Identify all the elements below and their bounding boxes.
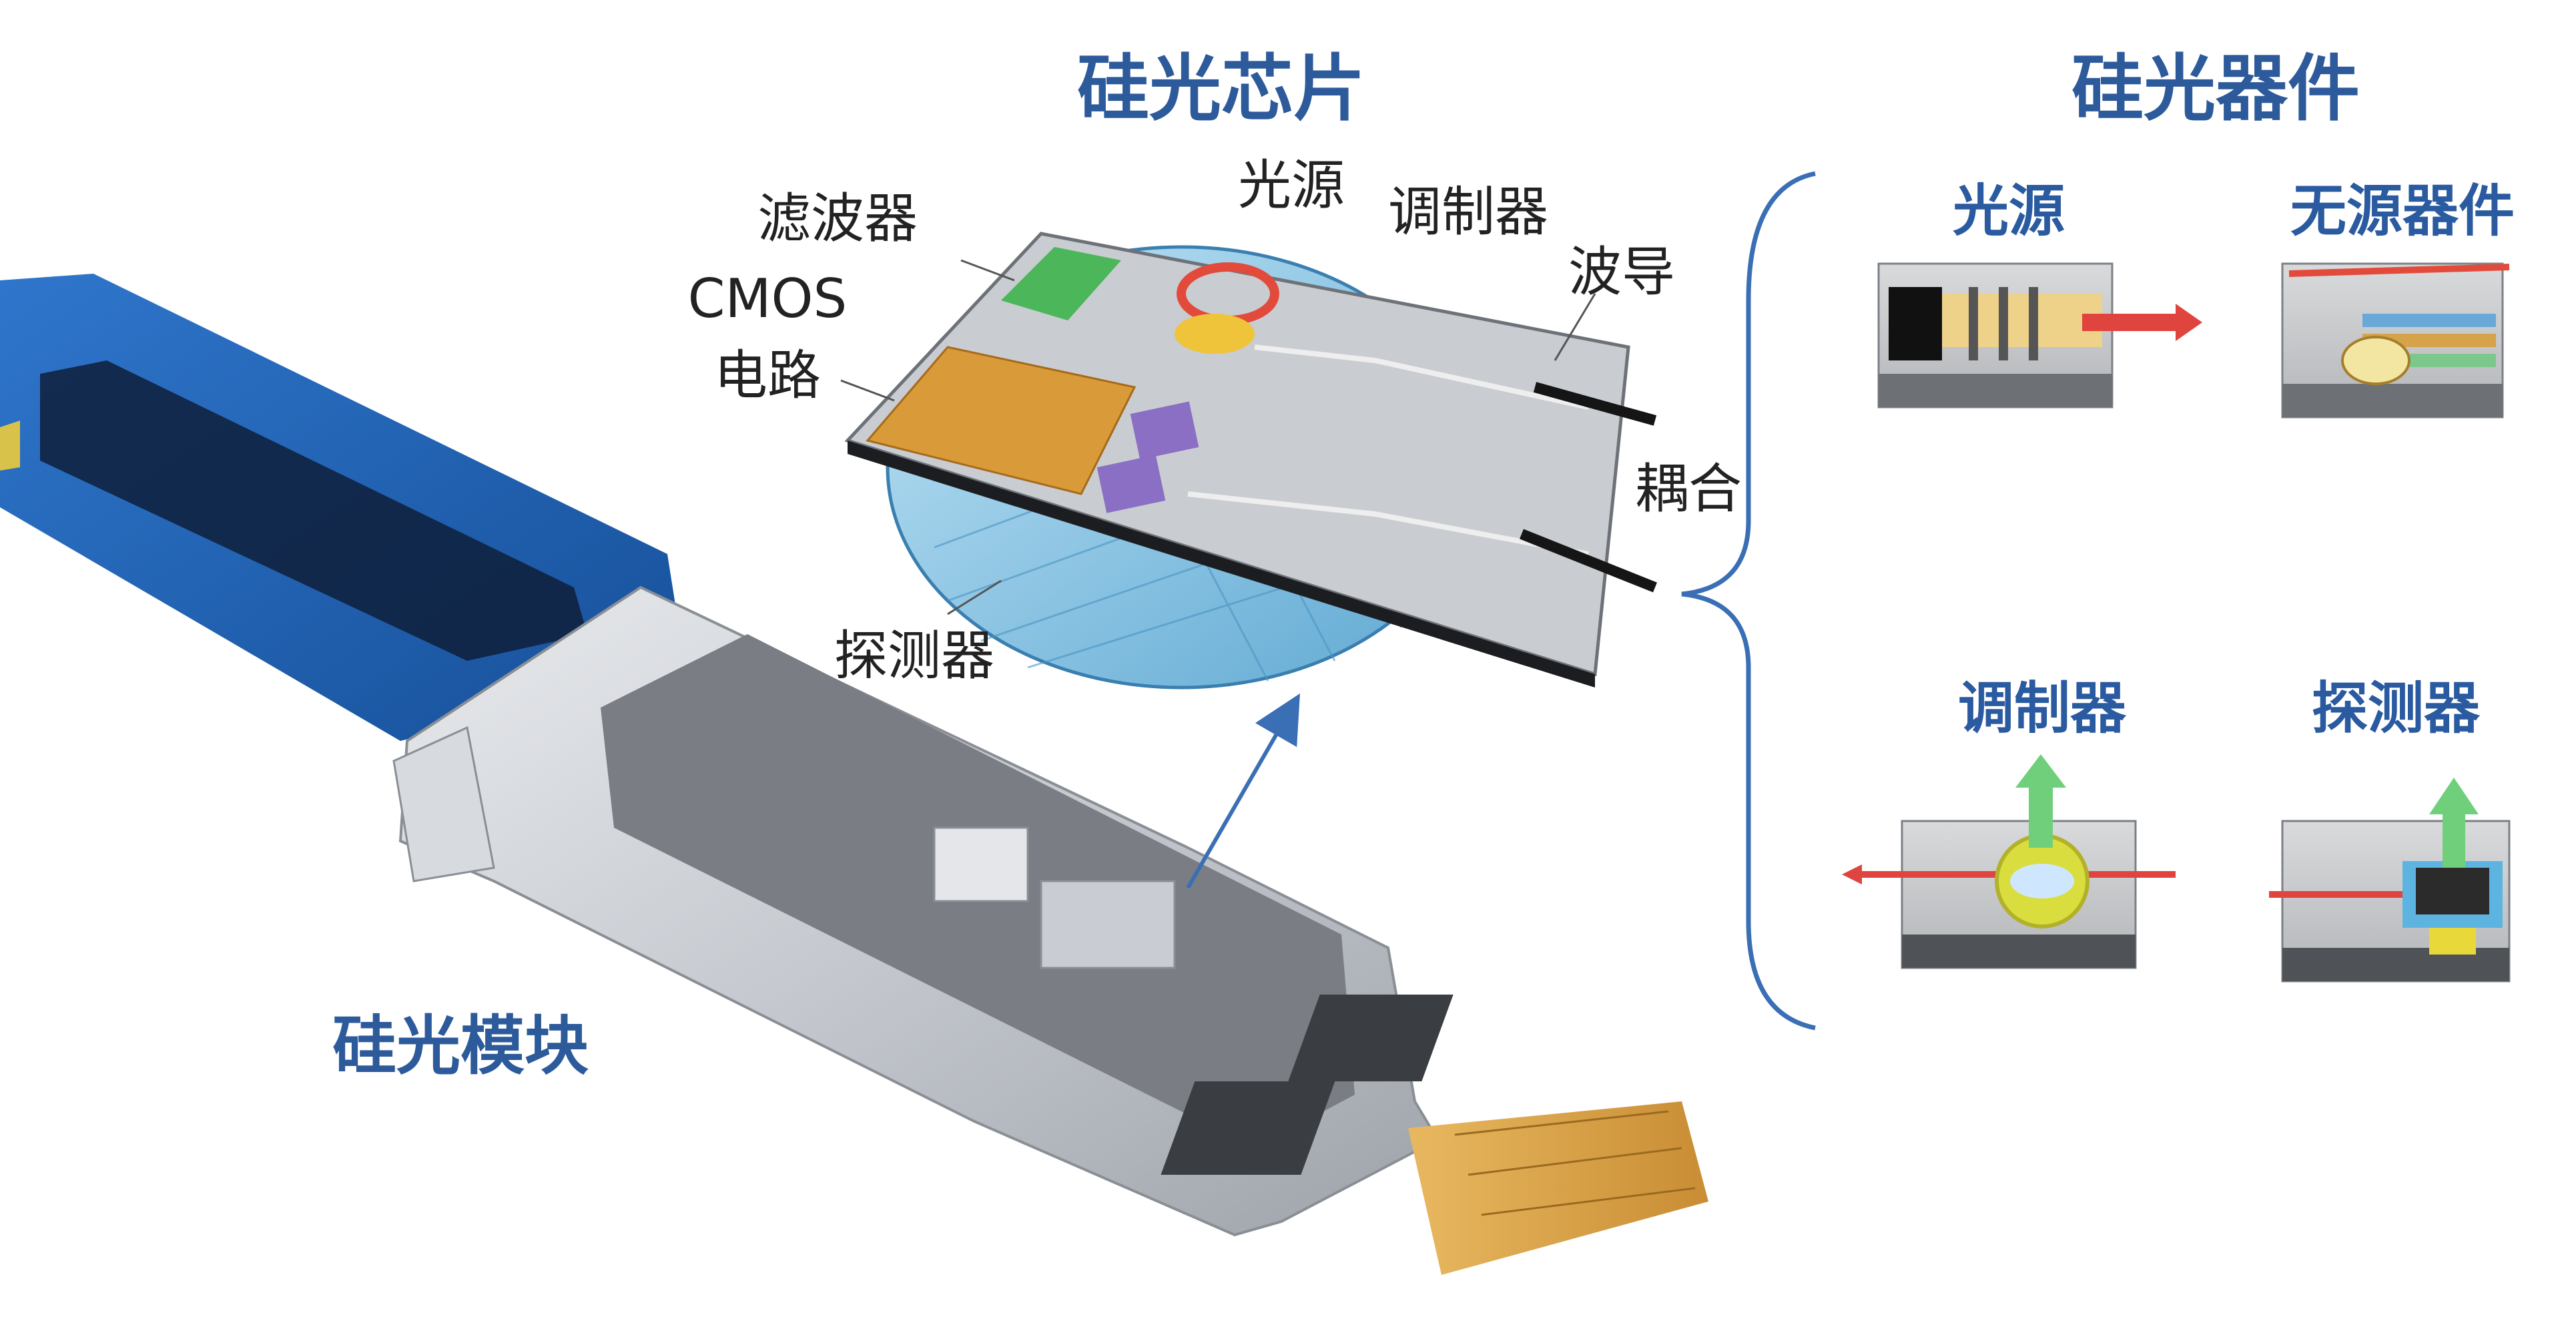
label-waveguide: 波导 bbox=[1568, 241, 1675, 303]
connector-line bbox=[1454, 1110, 1669, 1136]
device-passive bbox=[2281, 262, 2510, 419]
waveguide-path bbox=[1187, 491, 1589, 557]
label-cmos: CMOS bbox=[688, 268, 848, 330]
device-modulator bbox=[1842, 754, 2176, 969]
devices-bracket bbox=[1681, 171, 1816, 1031]
label-detector: 探测器 bbox=[834, 625, 994, 687]
waveguide-path bbox=[1254, 344, 1589, 410]
pcb-chip bbox=[1161, 1081, 1335, 1175]
connector-line bbox=[1481, 1187, 1696, 1216]
device-label-light-source: 光源 bbox=[1953, 178, 2065, 244]
module-latch bbox=[392, 726, 495, 882]
device-label-passive: 无源器件 bbox=[2290, 178, 2515, 244]
detector-block bbox=[1096, 455, 1166, 513]
title-devices: 硅光器件 bbox=[2071, 47, 2360, 131]
module-illustration bbox=[0, 274, 1708, 1275]
filter-block bbox=[1001, 247, 1121, 320]
chip-illustration bbox=[844, 232, 1657, 690]
chip-die-edge bbox=[848, 441, 1595, 688]
pointer-arrow bbox=[1186, 693, 1300, 889]
label-filter: 滤波器 bbox=[757, 188, 918, 250]
pcb-chip bbox=[1288, 995, 1454, 1081]
label-light-source: 光源 bbox=[1238, 154, 1345, 216]
connector-line bbox=[1468, 1147, 1682, 1176]
title-chip: 硅光芯片 bbox=[1077, 47, 1365, 131]
fiber bbox=[1520, 529, 1657, 593]
detector-block bbox=[1130, 401, 1199, 460]
source-ring bbox=[1175, 314, 1255, 354]
title-module: 硅光模块 bbox=[332, 1009, 589, 1083]
fiber bbox=[1533, 382, 1657, 426]
tab-stripe bbox=[0, 421, 20, 471]
device-label-modulator: 调制器 bbox=[1958, 676, 2127, 741]
leader-lines bbox=[840, 259, 1596, 615]
cmos-block bbox=[866, 346, 1137, 495]
device-detector bbox=[2269, 778, 2511, 983]
device-light-source bbox=[1877, 262, 2202, 409]
label-circuit: 电路 bbox=[714, 344, 821, 407]
module-pull-tab-slot bbox=[40, 360, 587, 661]
label-modulator: 调制器 bbox=[1388, 181, 1548, 243]
label-coupling: 耦合 bbox=[1635, 458, 1742, 520]
optical-block bbox=[933, 826, 1029, 902]
edge-connector bbox=[1408, 1101, 1708, 1275]
device-label-detector: 探测器 bbox=[2312, 676, 2481, 741]
optical-subassembly bbox=[1040, 880, 1176, 969]
